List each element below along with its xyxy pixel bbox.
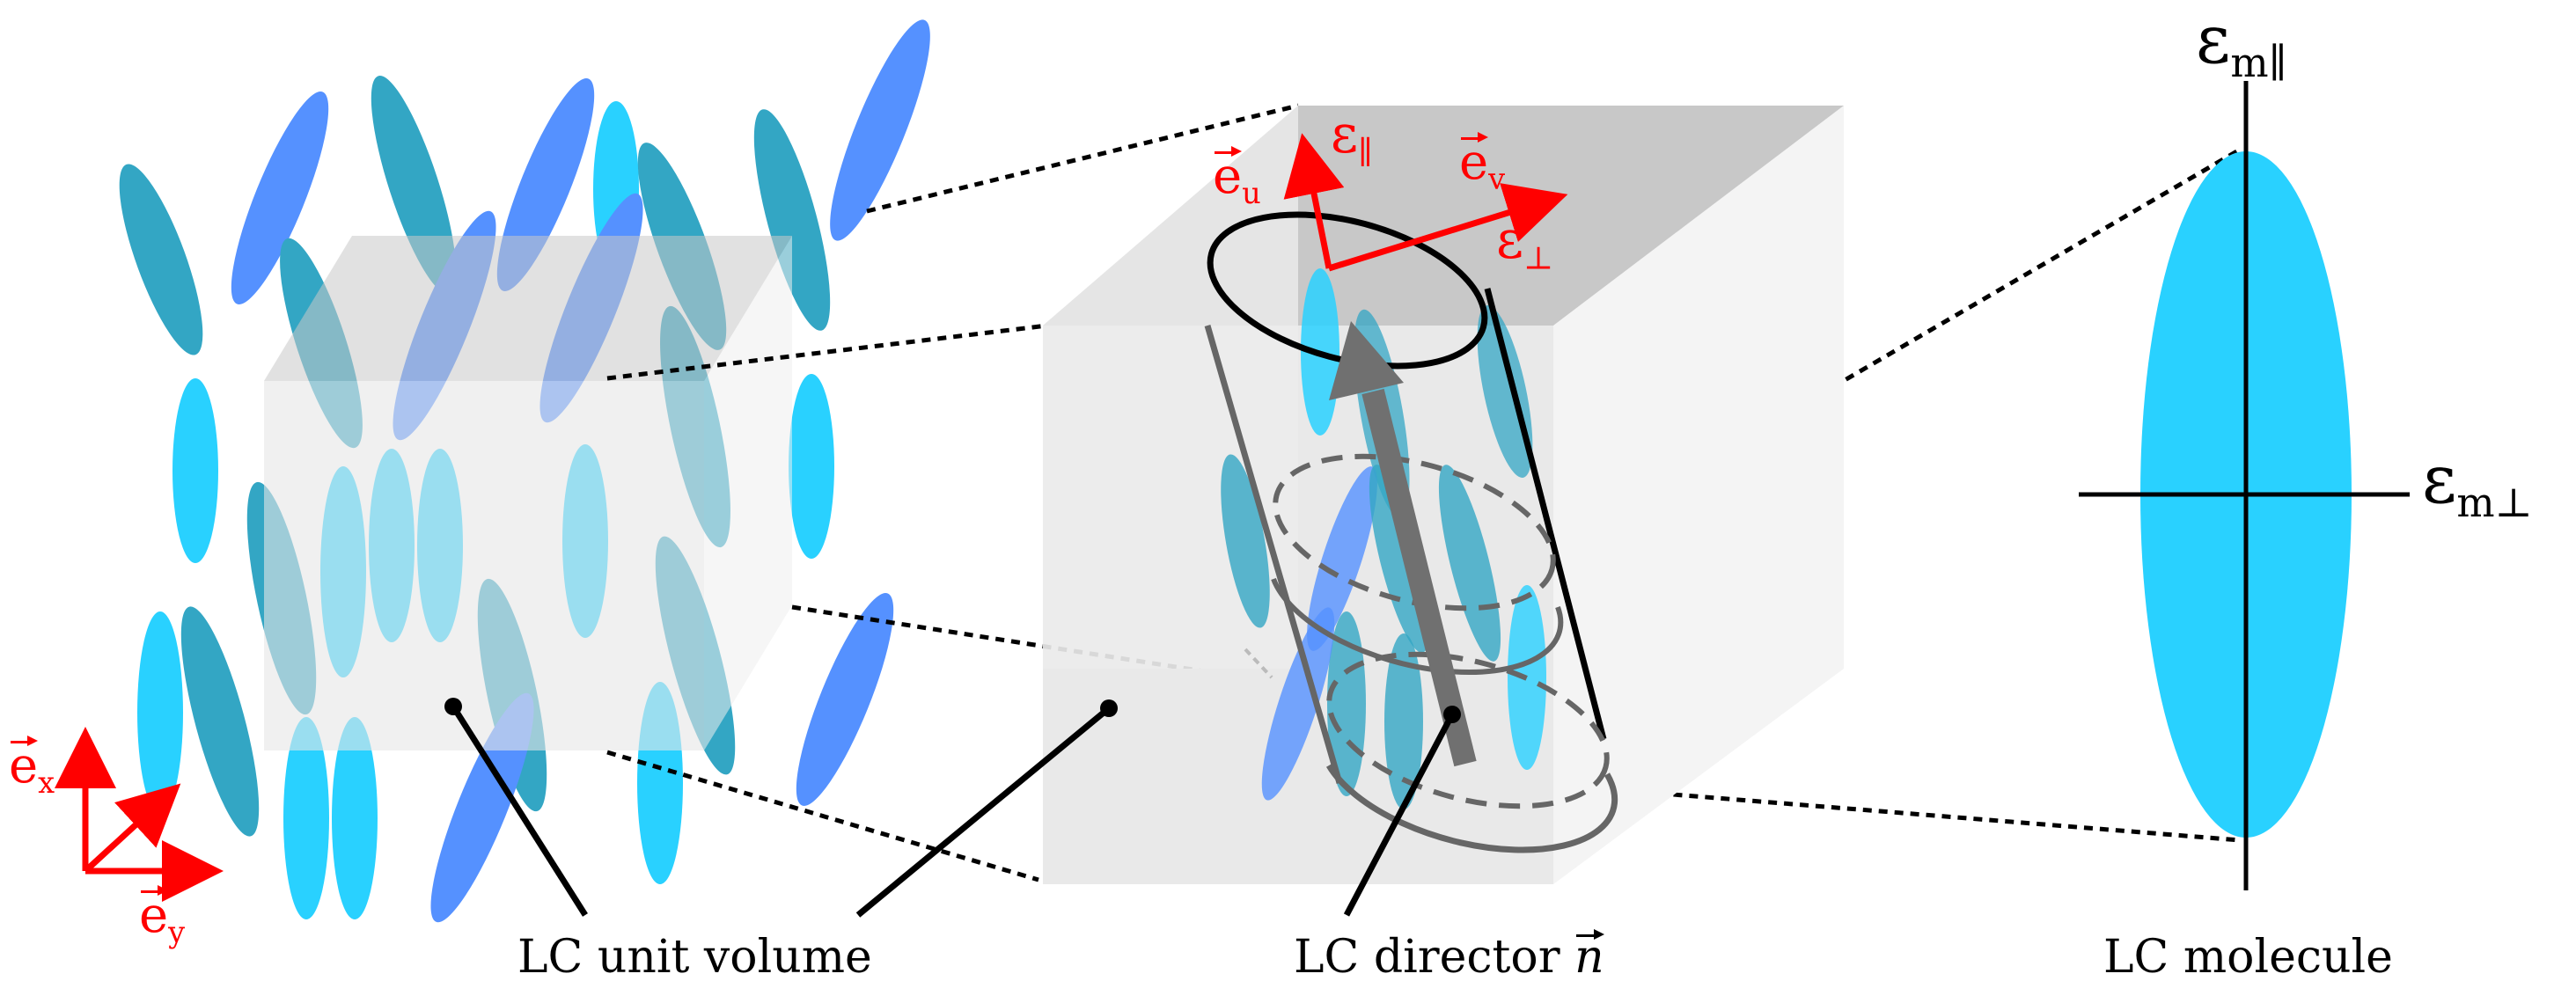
vector-n: n	[1574, 929, 1604, 984]
caption-unit-volume: LC unit volume	[517, 931, 872, 984]
lc-molecule	[1438, 465, 1501, 662]
label-eps-perp: ε⊥	[1496, 209, 1553, 277]
lc-molecule	[119, 164, 203, 355]
lc-molecule	[1477, 305, 1533, 478]
unit-volume-pointer	[444, 698, 588, 917]
lc-molecule	[172, 378, 218, 563]
lc-molecule	[789, 374, 834, 559]
lc-molecule	[332, 717, 378, 919]
lc-molecule-single	[2079, 81, 2410, 890]
label-eps-m-par: εm∥	[2196, 0, 2287, 86]
vector-e-x: e	[9, 736, 39, 794]
label-eu: eu	[1213, 146, 1261, 210]
lc-molecule	[1221, 454, 1270, 628]
vector-e-v: e	[1459, 132, 1489, 191]
lc-molecule	[137, 611, 183, 814]
caption-director: LC director n	[1294, 929, 1604, 984]
lc-molecule	[796, 593, 894, 806]
lc-unit-volume-cube	[264, 236, 792, 750]
caption-molecule: LC molecule	[2103, 931, 2393, 984]
lc-molecule	[1307, 466, 1377, 651]
cube-pointer	[855, 699, 1118, 918]
lc-molecule	[830, 19, 930, 241]
vector-e-y: e	[139, 885, 169, 944]
label-ex: ex	[9, 736, 55, 800]
lc-molecule	[231, 92, 329, 304]
lc-molecule	[1261, 607, 1335, 801]
lc-molecule	[1384, 633, 1423, 809]
lc-molecule	[283, 717, 329, 919]
director-arrow	[1329, 321, 1477, 917]
vector-e-u: e	[1213, 146, 1243, 205]
lc-molecule	[180, 606, 260, 837]
label-eps-par: ε∥	[1331, 104, 1373, 172]
axes-uv	[1283, 133, 1568, 272]
axes-xy	[55, 727, 224, 902]
label-eps-m-perp: εm⊥	[2422, 440, 2533, 526]
lc-molecule	[753, 109, 831, 331]
label-ev: ev	[1459, 132, 1506, 196]
label-ey: ey	[139, 885, 186, 949]
